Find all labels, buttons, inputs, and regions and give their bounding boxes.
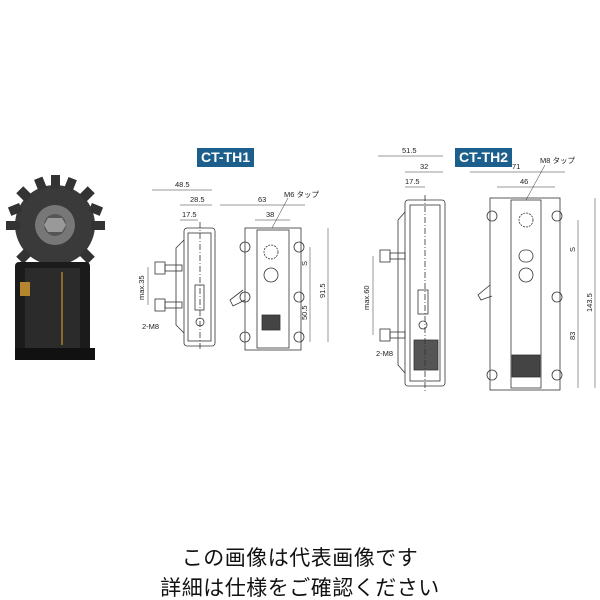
model-badge-ct-th2: CT-TH2 (455, 148, 512, 167)
dim-label: 2-M8 (142, 322, 159, 331)
dim-label: 48.5 (175, 180, 190, 189)
th1-dimension-labels: 48.5 28.5 17.5 63 38 M6 タップ max.35 2-M8 … (137, 180, 327, 331)
dim-label: 46 (520, 177, 528, 186)
dim-label: 32 (420, 162, 428, 171)
th2-dimension-labels: 51.5 32 17.5 71 46 M8 タップ max.60 2-M8 S … (362, 146, 594, 358)
caption-representative-image: この画像は代表画像です (181, 546, 419, 570)
dim-label: S (300, 261, 309, 266)
dim-label: S (568, 247, 577, 252)
th2-side-view (379, 195, 446, 392)
dim-label: 51.5 (402, 146, 417, 155)
model-badge-ct-th1: CT-TH1 (197, 148, 254, 167)
dim-label: 17.5 (182, 210, 197, 219)
dim-label: 71 (512, 162, 520, 171)
caption-check-specs: 詳細は仕様をご確認ください (160, 576, 440, 600)
dim-label: M8 タップ (540, 156, 576, 165)
dim-label: 2-M8 (376, 349, 393, 358)
th1-side-view (154, 222, 216, 350)
dim-label: 143.5 (585, 293, 594, 312)
dimension-lines (147, 155, 596, 388)
dim-label: M6 タップ (284, 190, 320, 199)
dim-label: max.60 (362, 285, 371, 310)
dim-label: 83 (568, 332, 577, 340)
th2-front-view (477, 197, 563, 391)
dim-label: 38 (266, 210, 274, 219)
dim-label: 17.5 (405, 177, 420, 186)
dim-label: 63 (258, 195, 266, 204)
dim-label: max.35 (137, 275, 146, 300)
dim-label: 28.5 (190, 195, 205, 204)
product-photo (6, 175, 105, 360)
dim-label: 91.5 (318, 283, 327, 298)
th1-front-view (229, 227, 305, 351)
sprocket (6, 175, 105, 276)
dim-label: 50.5 (300, 305, 309, 320)
